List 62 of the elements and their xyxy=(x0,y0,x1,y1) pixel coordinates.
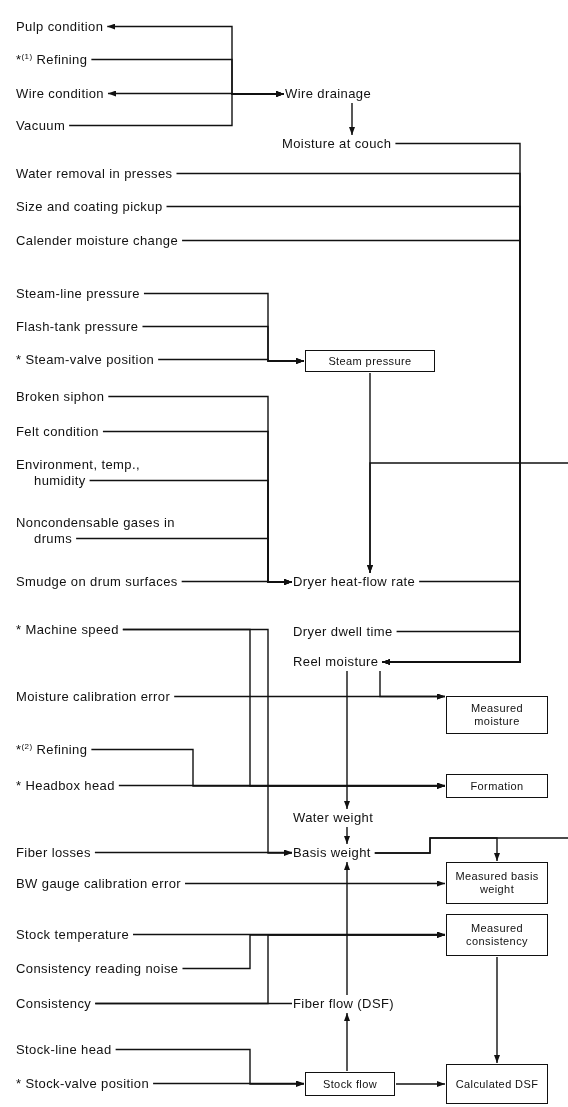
factor-label: BW gauge calibration error xyxy=(16,876,182,892)
factor-label: * Steam-valve position xyxy=(16,352,155,368)
factor-label: Wire drainage xyxy=(285,86,372,102)
factor-label: Stock temperature xyxy=(16,927,129,943)
arrow xyxy=(344,1012,350,1072)
arrow xyxy=(344,826,350,845)
factor-label: Size and coating pickup xyxy=(16,199,163,215)
factor-label: Consistency xyxy=(16,996,92,1012)
arrow xyxy=(367,462,568,574)
factor-label: Stock-line head xyxy=(16,1042,112,1058)
factor-label: *$^{(1)}$ Refining xyxy=(16,52,88,68)
factor-label: Consistency reading noise xyxy=(16,961,179,977)
factor-label: Calender moisture change xyxy=(16,233,179,249)
arrow xyxy=(118,782,446,789)
factor-label: Moisture at couch xyxy=(282,136,392,152)
arrow xyxy=(349,102,355,136)
arrow xyxy=(68,91,285,127)
factor-label: Noncondensable gases in drums xyxy=(16,515,204,547)
factor-label: *$^{(2)}$ Refining xyxy=(16,742,88,758)
factor-label: Dryer dwell time xyxy=(293,624,393,640)
factor-label: Environment, temp., humidity xyxy=(16,457,184,489)
factor-label: Wire condition xyxy=(16,86,104,102)
factor-label: Dryer heat-flow rate xyxy=(293,574,416,590)
process-box: Measured basis weight xyxy=(446,862,548,904)
factor-label: Broken siphon xyxy=(16,389,105,405)
connector-line xyxy=(94,1002,293,1005)
arrow xyxy=(344,861,350,996)
arrow xyxy=(395,1081,446,1087)
factor-label: Smudge on drum surfaces xyxy=(16,574,178,590)
factor-label: Pulp condition xyxy=(16,19,104,35)
process-box: Formation xyxy=(446,774,548,798)
factor-label: Fiber flow (DSF) xyxy=(293,996,395,1012)
factor-label: Fiber losses xyxy=(16,845,91,861)
factor-label: Water removal in presses xyxy=(16,166,173,182)
process-box: Calculated DSF xyxy=(446,1064,548,1104)
factor-label: * Machine speed xyxy=(16,622,119,638)
arrow xyxy=(180,579,293,585)
process-box: Steam pressure xyxy=(305,350,435,372)
arrow xyxy=(157,358,305,364)
process-box: Measured consistency xyxy=(446,914,548,956)
factor-label: Basis weight xyxy=(293,845,371,861)
arrow xyxy=(152,1080,305,1087)
factor-label: * Stock-valve position xyxy=(16,1076,150,1092)
factor-label: Water weight xyxy=(293,810,374,826)
arrow xyxy=(344,670,350,810)
factor-label: Reel moisture xyxy=(293,654,379,670)
factor-label: Flash-tank pressure xyxy=(16,319,139,335)
process-box: Stock flow xyxy=(305,1072,395,1096)
factor-label: Felt condition xyxy=(16,424,99,440)
factor-label: Vacuum xyxy=(16,118,66,134)
factor-label: Moisture calibration error xyxy=(16,689,199,705)
arrow xyxy=(381,630,521,665)
arrow xyxy=(173,693,446,700)
arrow xyxy=(494,956,500,1064)
connector-line xyxy=(374,837,568,854)
arrow xyxy=(94,849,293,856)
process-box: Measured moisture xyxy=(446,696,548,734)
arrow xyxy=(90,748,446,789)
arrow xyxy=(184,880,446,887)
factor-label: * Headbox head xyxy=(16,778,115,794)
arrow xyxy=(114,1048,305,1087)
factor-label: Steam-line pressure xyxy=(16,286,140,302)
